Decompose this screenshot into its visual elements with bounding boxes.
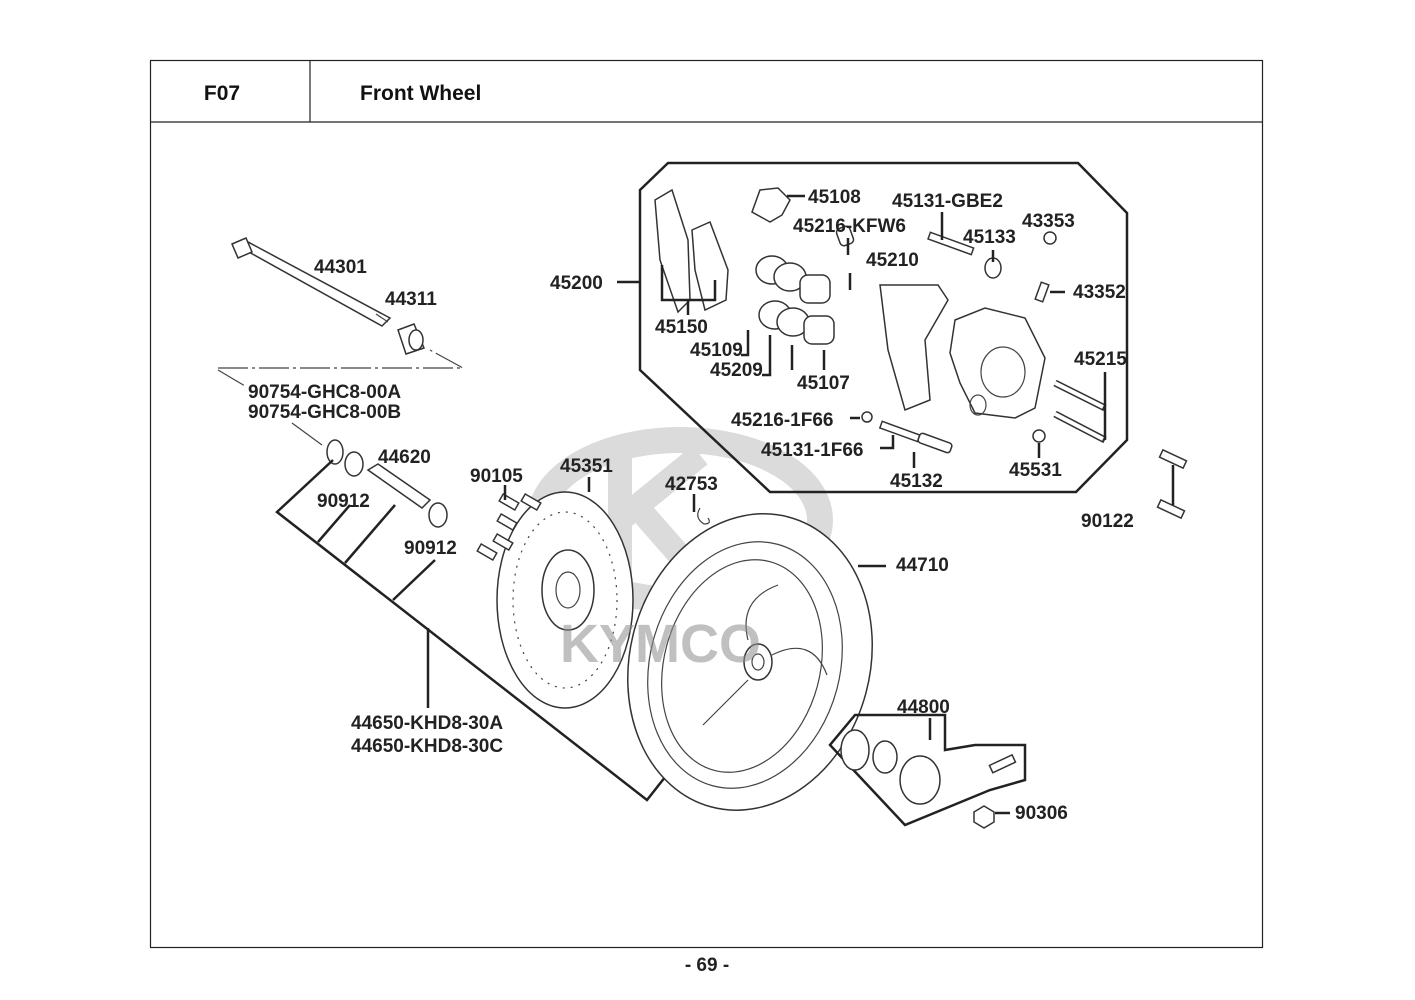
caliper-seals-pistons: [755, 255, 835, 345]
label-45150[interactable]: 45150: [655, 317, 708, 338]
label-90105[interactable]: 90105: [470, 466, 523, 487]
brake-pads-45150: [654, 188, 729, 314]
speedo-group-outline: [828, 713, 1027, 827]
label-45216-1f66[interactable]: 45216-1F66: [731, 410, 833, 431]
label-45531[interactable]: 45531: [1009, 460, 1062, 481]
label-44620[interactable]: 44620: [378, 447, 431, 468]
bleeder-cap-43353: [1043, 231, 1057, 245]
label-44311[interactable]: 44311: [385, 289, 437, 310]
nut-90306: [973, 805, 995, 829]
label-90754-ghc8-00a[interactable]: 90754-GHC8-00A: [248, 382, 401, 403]
oil-seal: [326, 439, 344, 465]
label-45131-1f66[interactable]: 45131-1F66: [761, 440, 863, 461]
part-labels: 44301 44311 90754-GHC8-00A 90754-GHC8-00…: [248, 187, 1134, 824]
caliper-group-outline: [638, 161, 1129, 494]
label-43353[interactable]: 43353: [1022, 211, 1075, 232]
label-44650-khd8-30a[interactable]: 44650-KHD8-30A: [351, 713, 503, 734]
spacer-44620: [366, 463, 432, 509]
section-code: F07: [204, 82, 240, 105]
label-45132[interactable]: 45132: [890, 471, 943, 492]
label-42753[interactable]: 42753: [665, 474, 718, 495]
label-45216-kfw6[interactable]: 45216-KFW6: [793, 216, 906, 237]
pins-45215: [1053, 379, 1107, 444]
axle-44301: [231, 237, 392, 327]
label-45131-gbe2[interactable]: 45131-GBE2: [892, 191, 1003, 212]
section-title: Front Wheel: [360, 82, 481, 105]
collar-44311: [397, 323, 426, 355]
speedometer-gear-44800: [840, 729, 1017, 805]
label-43352[interactable]: 43352: [1073, 282, 1126, 303]
bracket-45210: [879, 284, 949, 412]
bearing-90912-left: [344, 451, 364, 477]
clip-42753: [697, 507, 710, 525]
watermark-text: KYMCO: [560, 614, 761, 674]
nut-45531: [1032, 429, 1046, 443]
label-44301[interactable]: 44301: [314, 257, 367, 278]
label-90754-ghc8-00b[interactable]: 90754-GHC8-00B: [248, 402, 401, 423]
pin-bolt-45131-1f66: [861, 411, 953, 454]
axle-centerline: [218, 349, 464, 369]
label-45107[interactable]: 45107: [797, 373, 850, 394]
bearing-90912-right: [428, 502, 448, 528]
page-number: - 69 -: [685, 955, 729, 976]
label-90912-left[interactable]: 90912: [317, 491, 370, 512]
spring-45108: [751, 187, 791, 223]
label-45215[interactable]: 45215: [1074, 349, 1127, 370]
label-45210[interactable]: 45210: [866, 250, 919, 271]
wheel-44710: [627, 513, 873, 811]
label-45108[interactable]: 45108: [808, 187, 861, 208]
label-45351[interactable]: 45351: [560, 456, 613, 477]
label-45200[interactable]: 45200: [550, 273, 603, 294]
label-44800[interactable]: 44800: [897, 697, 950, 718]
brake-disc-45351: [496, 491, 634, 709]
label-90912-right[interactable]: 90912: [404, 538, 457, 559]
label-90122[interactable]: 90122: [1081, 511, 1134, 532]
label-45133[interactable]: 45133: [963, 227, 1016, 248]
bolt-45131-gbe2: [927, 231, 975, 256]
caliper-body: [949, 307, 1046, 419]
bleeder-43352: [1034, 281, 1050, 303]
page-frame: [149, 59, 1264, 949]
label-44650-khd8-30c[interactable]: 44650-KHD8-30C: [351, 736, 503, 757]
bolts-90122: [1156, 448, 1188, 520]
label-45109[interactable]: 45109: [690, 340, 743, 361]
label-44710[interactable]: 44710: [896, 555, 949, 576]
label-45209[interactable]: 45209: [710, 360, 763, 381]
label-90306[interactable]: 90306: [1015, 803, 1068, 824]
